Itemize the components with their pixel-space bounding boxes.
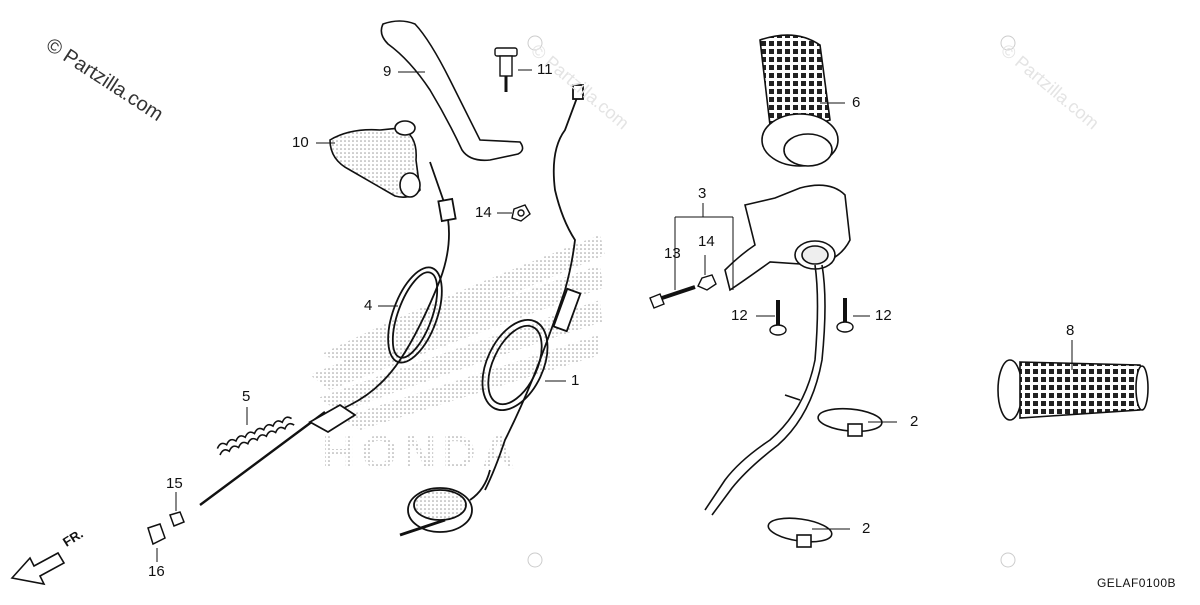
callout-2: 2	[862, 520, 871, 537]
callout-14: 14	[698, 233, 715, 250]
brand-backdrop-text: HONDA	[322, 426, 521, 478]
part-1-cable	[481, 84, 584, 491]
part-9-lever	[380, 20, 524, 162]
callout-12: 12	[875, 307, 892, 324]
part-3-switch-housing	[724, 184, 851, 292]
callout-3: 3	[698, 185, 707, 202]
part-6-grip	[759, 34, 839, 167]
leader-lines	[156, 69, 1073, 562]
part-11-bolt	[494, 47, 518, 92]
part-2-bands	[767, 407, 883, 548]
callout-16: 16	[148, 563, 165, 580]
part-4-cable	[199, 161, 457, 506]
callout-4: 4	[364, 297, 373, 314]
part-8-grip	[997, 359, 1149, 421]
callout-5: 5	[242, 388, 251, 405]
switch-wiring	[704, 264, 826, 516]
callout-6: 6	[852, 94, 861, 111]
fr-arrow-icon	[10, 551, 66, 586]
corner-marks	[527, 35, 1016, 568]
callout-1: 1	[571, 372, 580, 389]
callout-2: 2	[910, 413, 919, 430]
part-15-16-nut	[147, 511, 185, 546]
callout-15: 15	[166, 475, 183, 492]
honda-wing-backdrop	[310, 235, 605, 430]
callout-12: 12	[731, 307, 748, 324]
part-5-spring	[216, 416, 295, 456]
part-1-throttle-housing	[399, 469, 491, 537]
part-14-nut-right	[697, 274, 717, 291]
part-13-bolt	[649, 285, 696, 309]
callout-11: 11	[537, 61, 553, 78]
callout-8: 8	[1066, 322, 1075, 339]
diagram-code: GELAF0100B	[1096, 576, 1176, 590]
callout-13: 13	[664, 245, 681, 262]
part-10-bracket	[329, 120, 421, 198]
part-12-screws	[769, 298, 854, 336]
callout-14: 14	[475, 204, 492, 221]
callout-10: 10	[292, 134, 309, 151]
part-14-nut-left	[511, 204, 531, 222]
callout-9: 9	[383, 63, 392, 80]
